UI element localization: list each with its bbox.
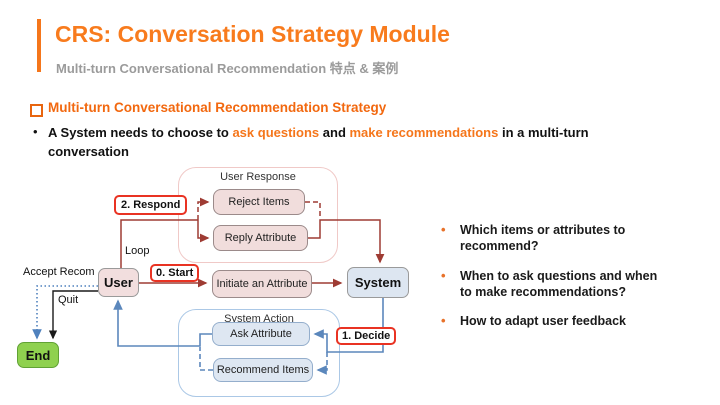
list-item: • Which items or attributes to recommend… [441,222,703,255]
question-text: When to ask questions and when to make r… [460,268,658,299]
step-label-decide: 1. Decide [336,327,397,345]
square-bullet-icon [30,104,43,117]
accent-bar [37,19,41,72]
bullet-text-post: in a multi-turn conversation [48,125,589,159]
node-end: End [17,342,59,368]
list-item: • How to adapt user feedback [441,313,703,330]
node-system: System [347,267,409,298]
question-text: How to adapt user feedback [460,314,627,328]
step-label-start: 0. Start [150,264,200,282]
user-response-group-label: User Response [220,171,296,183]
node-recommend-items: Recommend Items [213,358,313,382]
questions-list: • Which items or attributes to recommend… [441,222,703,343]
bullet-text-pre: A System needs to choose to [48,125,233,140]
bullet-icon: • [441,267,446,283]
list-item: • When to ask questions and when to make… [441,268,703,301]
edge-label-loop: Loop [125,245,150,257]
section-heading: Multi-turn Conversational Recommendation… [48,100,387,115]
step-label-respond: 2. Respond [114,195,188,215]
page-subtitle: Multi-turn Conversational Recommendation… [56,61,399,76]
bullet-icon: • [33,124,38,139]
bullet-icon: • [441,222,446,237]
node-reply-attribute: Reply Attribute [213,225,308,251]
node-reject-items: Reject Items [213,189,305,215]
page-title: CRS: Conversation Strategy Module [55,21,450,47]
bullet-text-mid: and [319,125,350,140]
node-initiate-attribute: Initiate an Attribute [212,270,312,298]
edge-label-quit: Quit [58,294,79,306]
diagram-connectors [32,197,385,375]
question-text: Which items or attributes to recommend? [460,223,626,254]
bullet-highlight-recommend: make recommendations [349,125,499,140]
node-ask-attribute: Ask Attribute [212,322,310,346]
bullet-highlight-ask: ask questions [232,125,320,140]
flow-diagram: User Response System Action [0,160,420,405]
body-bullet-text: A System needs to choose to ask question… [48,124,636,162]
edge-label-accept-recom: Accept Recom [23,266,95,278]
user-response-group: User Response [178,167,338,263]
bullet-icon: • [441,313,446,328]
node-user: User [98,268,139,297]
